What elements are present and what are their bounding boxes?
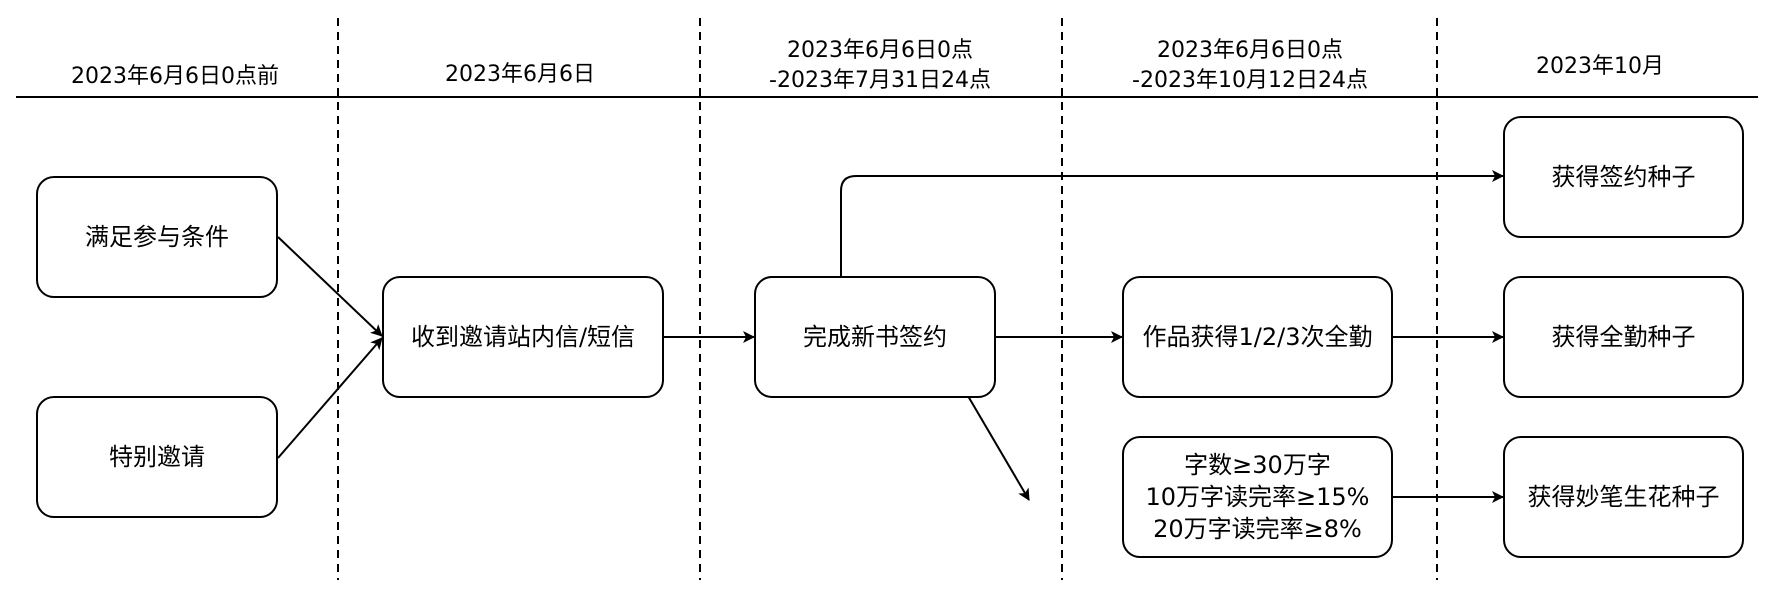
header-line: 2023年6月6日 [445,62,595,87]
node-label-line: 20万字读完率≥8% [1153,515,1362,543]
node-meet-conditions[interactable]: 满足参与条件 [36,176,278,298]
node-label: 满足参与条件 [85,223,229,251]
node-attendance[interactable]: 作品获得1/2/3次全勤 [1122,276,1393,398]
node-label-line: 10万字读完率≥15% [1145,483,1370,511]
column-header-1: 2023年6月6日0点前 [20,62,330,92]
node-label: 作品获得1/2/3次全勤 [1142,323,1373,351]
node-brilliant-seed[interactable]: 获得妙笔生花种子 [1503,436,1744,558]
node-word-criteria[interactable]: 字数≥30万字 10万字读完率≥15% 20万字读完率≥8% [1122,436,1393,558]
edge-special-invite-to-receive-invite [277,337,383,459]
node-label: 特别邀请 [109,443,205,471]
column-header-4: 2023年6月6日0点 -2023年10月12日24点 [1065,36,1435,96]
node-receive-invite[interactable]: 收到邀请站内信/短信 [382,276,664,398]
node-label: 完成新书签约 [803,323,947,351]
node-sign-new-book[interactable]: 完成新书签约 [754,276,996,398]
edge-sign-new-book-to-sign-seed [840,170,1504,276]
header-line: 2023年6月6日0点前 [71,64,279,89]
header-line: -2023年10月12日24点 [1132,68,1368,93]
node-attendance-seed[interactable]: 获得全勤种子 [1503,276,1744,398]
header-line: -2023年7月31日24点 [769,68,991,93]
header-line: 2023年6月6日0点 [1157,38,1343,63]
column-header-2: 2023年6月6日 [345,60,695,90]
node-label-line: 字数≥30万字 [1184,451,1331,479]
header-line: 2023年10月 [1536,54,1664,79]
node-special-invite[interactable]: 特别邀请 [36,396,278,518]
node-label: 收到邀请站内信/短信 [410,323,636,351]
edge-meet-conditions-to-receive-invite [277,236,383,337]
node-label: 获得全勤种子 [1551,323,1696,351]
node-sign-seed[interactable]: 获得签约种子 [1503,116,1744,238]
node-label: 获得妙笔生花种子 [1527,483,1720,511]
node-label: 获得签约种子 [1551,163,1696,191]
header-line: 2023年6月6日0点 [787,38,973,63]
column-header-5: 2023年10月 [1440,52,1760,82]
column-header-3: 2023年6月6日0点 -2023年7月31日24点 [705,36,1055,96]
